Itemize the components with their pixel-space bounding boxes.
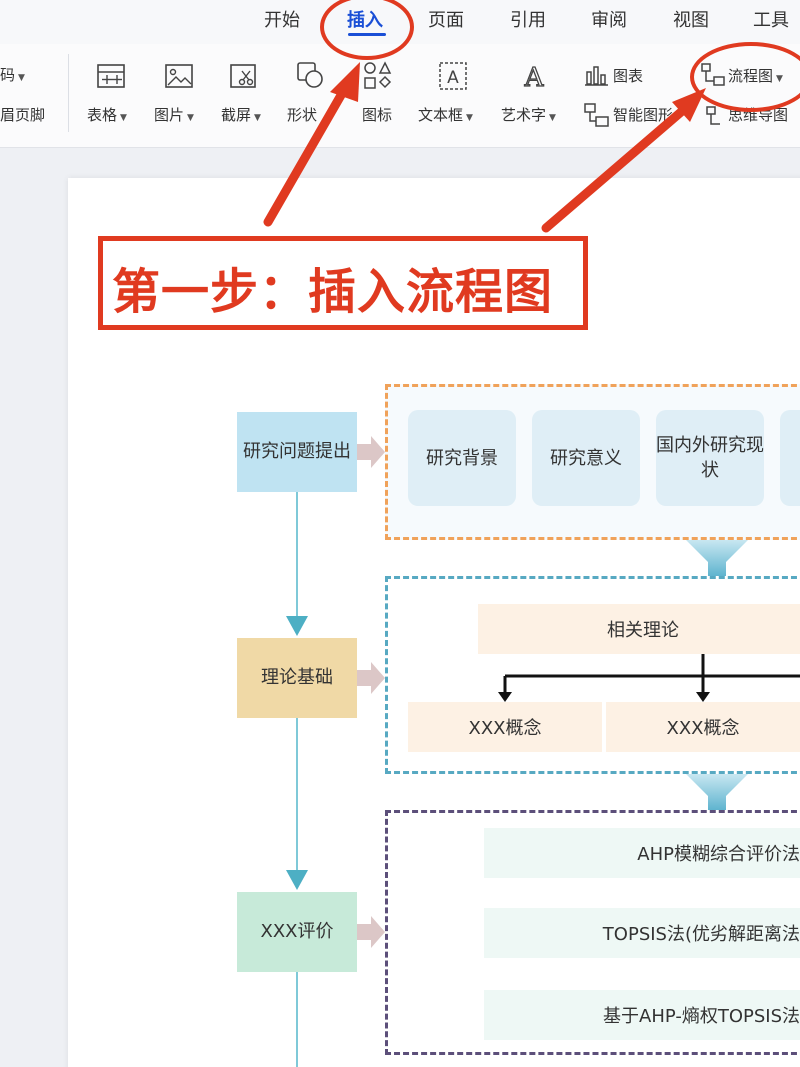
card-research-background[interactable]: 研究背景 xyxy=(408,410,516,506)
chart-icon[interactable] xyxy=(584,64,610,88)
table-label: 表格 xyxy=(87,106,118,124)
tab-page[interactable]: 页面 xyxy=(428,10,464,31)
annotation-box xyxy=(98,236,588,330)
theory-branch-lines xyxy=(498,654,800,702)
textbox-button[interactable]: 文本框▼ xyxy=(418,104,473,125)
svg-text:A: A xyxy=(524,63,545,92)
picture-label: 图片 xyxy=(154,106,185,124)
screenshot-button[interactable]: 截屏▼ xyxy=(221,104,261,125)
annotation-title: 第一步：插入流程图 xyxy=(112,264,554,320)
card-cut-off[interactable] xyxy=(780,410,800,506)
connector-line xyxy=(296,718,298,870)
down-arrow-icon xyxy=(286,870,308,890)
arrow-to-flowchart-head xyxy=(672,88,706,122)
funnel-arrow-icon xyxy=(686,540,748,576)
method-box-ahp-entropy-topsis[interactable]: 基于AHP-熵权TOPSIS法 xyxy=(484,990,800,1040)
right-arrow-icon xyxy=(357,436,385,468)
connector-line xyxy=(296,492,298,616)
chevron-down-icon: ▼ xyxy=(549,113,556,123)
method-box-topsis[interactable]: TOPSIS法(优劣解距离法 xyxy=(484,908,800,958)
wordart-label: 艺术字 xyxy=(501,106,547,124)
textbox-icon[interactable]: A xyxy=(437,60,469,92)
ribbon-code-button[interactable]: 码▼ xyxy=(0,64,25,85)
tab-reference[interactable]: 引用 xyxy=(510,10,546,31)
table-button[interactable]: 表格▼ xyxy=(87,104,127,125)
smart-graphic-icon[interactable] xyxy=(583,102,611,128)
tab-review[interactable]: 审阅 xyxy=(591,10,627,31)
concept-box-2[interactable]: XXX概念 xyxy=(606,702,800,752)
right-arrow-icon xyxy=(357,662,385,694)
theory-title-box[interactable]: 相关理论 xyxy=(478,604,800,654)
wordart-icon[interactable]: A xyxy=(518,60,550,92)
textbox-label: 文本框 xyxy=(418,106,464,124)
insert-tab-highlight-circle xyxy=(320,0,414,60)
card-research-status[interactable]: 国内外研究现状 xyxy=(656,410,764,506)
tab-start[interactable]: 开始 xyxy=(264,10,300,31)
screenshot-label: 截屏 xyxy=(221,106,252,124)
ribbon-divider xyxy=(68,54,69,132)
arrow-to-flowchart-line xyxy=(541,101,693,233)
shape-icon[interactable] xyxy=(295,60,327,90)
smart-graphic-button[interactable]: 智能图形 xyxy=(613,106,674,124)
mindmap-icon[interactable] xyxy=(704,104,728,128)
connector-line xyxy=(296,972,298,1067)
chevron-down-icon: ▼ xyxy=(254,113,261,123)
chart-button[interactable]: 图表 xyxy=(613,67,644,85)
method-label: TOPSIS法(优劣解距离法 xyxy=(602,924,800,945)
tab-view[interactable]: 视图 xyxy=(673,10,709,31)
card-research-significance[interactable]: 研究意义 xyxy=(532,410,640,506)
arrow-to-insert-head xyxy=(330,62,360,102)
flowchart-highlight-circle xyxy=(690,42,800,112)
chevron-down-icon: ▼ xyxy=(466,113,473,123)
method-box-ahp-fuzzy[interactable]: AHP模糊综合评价法 xyxy=(484,828,800,878)
method-label: AHP模糊综合评价法 xyxy=(637,844,800,865)
header-footer-button[interactable]: 眉页脚 xyxy=(0,106,46,124)
step-box-theory-basis[interactable]: 理论基础 xyxy=(237,638,357,718)
icon-button[interactable]: 图标 xyxy=(362,106,393,124)
step-box-research-question[interactable]: 研究问题提出 xyxy=(237,412,357,492)
down-arrow-icon xyxy=(286,616,308,636)
concept-box-1[interactable]: XXX概念 xyxy=(408,702,602,752)
arrow-to-insert-line xyxy=(263,85,349,227)
shape-button[interactable]: 形状 xyxy=(287,106,318,124)
insert-ribbon: 码▼ 眉页脚 表格▼ 图片▼ 截屏▼ 形状 图标 xyxy=(0,44,800,148)
table-icon[interactable] xyxy=(96,62,126,90)
picture-button[interactable]: 图片▼ xyxy=(154,104,194,125)
chevron-down-icon: ▼ xyxy=(187,113,194,123)
screenshot-icon[interactable] xyxy=(228,62,260,90)
ribbon-code-label: 码 xyxy=(0,66,16,84)
picture-icon[interactable] xyxy=(164,62,194,90)
method-label: 基于AHP-熵权TOPSIS法 xyxy=(603,1006,800,1027)
right-arrow-icon xyxy=(357,916,385,948)
chevron-down-icon: ▼ xyxy=(120,113,127,123)
svg-text:A: A xyxy=(447,68,459,88)
icons-gallery-icon[interactable] xyxy=(362,60,394,92)
step-box-evaluation[interactable]: XXX评价 xyxy=(237,892,357,972)
chevron-down-icon: ▼ xyxy=(18,73,25,83)
funnel-arrow-icon xyxy=(686,774,748,810)
annotation-arrows xyxy=(263,62,706,233)
tab-tools[interactable]: 工具 xyxy=(753,10,789,31)
wordart-button[interactable]: 艺术字▼ xyxy=(501,104,556,125)
